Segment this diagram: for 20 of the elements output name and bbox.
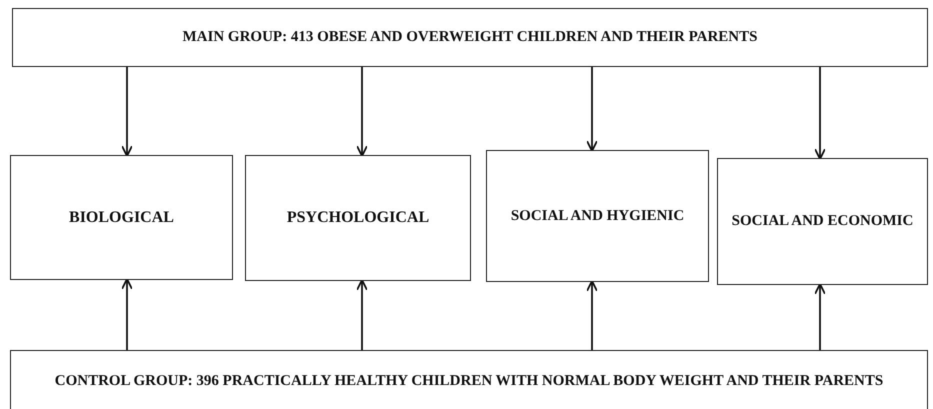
arrow bbox=[121, 278, 133, 350]
arrow bbox=[814, 67, 826, 160]
process-box bbox=[486, 150, 709, 282]
process-box bbox=[717, 158, 928, 285]
process-box bbox=[10, 155, 233, 280]
box-label: PSYCHOLOGICAL bbox=[286, 209, 430, 227]
arrow bbox=[586, 67, 598, 152]
box-label: SOCIAL AND ECONOMIC bbox=[732, 213, 914, 230]
process-box bbox=[10, 350, 928, 409]
arrow bbox=[586, 280, 598, 350]
process-box bbox=[12, 8, 928, 67]
box-label: MAIN GROUP: 413 OBESE AND OVERWEIGHT CHILDREN AND THEIR PARENTS bbox=[182, 29, 758, 46]
arrow bbox=[121, 67, 133, 157]
box-label: BIOLOGICAL bbox=[69, 208, 174, 226]
arrow bbox=[814, 283, 826, 350]
arrow bbox=[356, 279, 368, 350]
arrow bbox=[356, 67, 368, 157]
box-label: SOCIAL AND HYGIENIC bbox=[510, 208, 684, 224]
box-label: CONTROL GROUP: 396 PRACTICALLY HEALTHY CHILDREN WITH NORMAL BODY WEIGHT AND THEIR PARENTS bbox=[54, 372, 884, 390]
process-box bbox=[245, 155, 471, 281]
